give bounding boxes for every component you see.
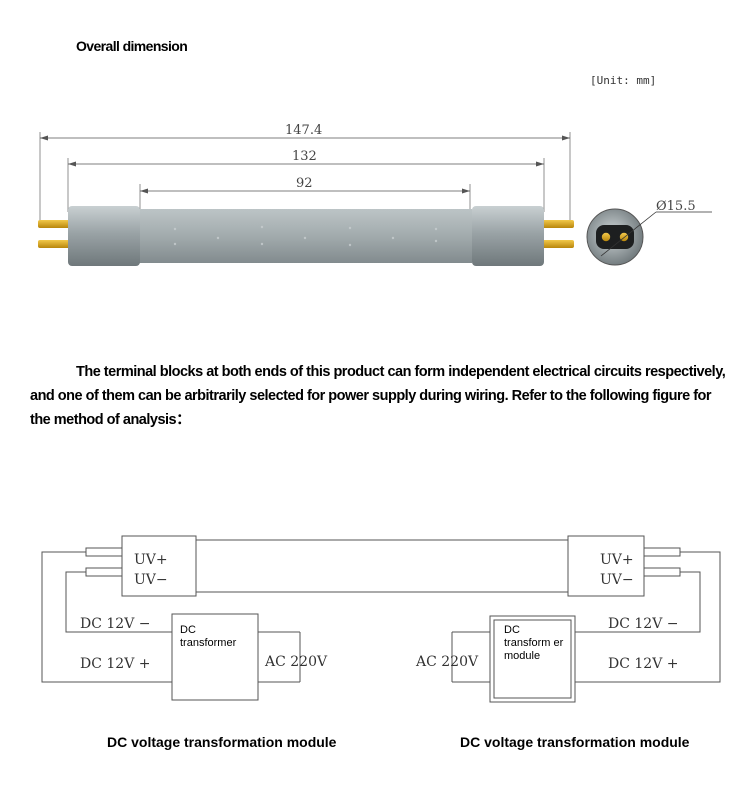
wiring-diagram: UV+ UV− UV+ UV− DC 12V − DC 12V + DC 12V… — [41, 535, 721, 703]
right-ac-label: AC 220V — [415, 654, 479, 670]
dim-overall: 147.4 — [285, 123, 322, 138]
end-cap-right — [472, 206, 544, 266]
pin-left-bottom — [38, 240, 70, 248]
pin-right-bottom — [542, 240, 574, 248]
caption-left: DC voltage transformation module — [107, 734, 337, 750]
left-uv-plus: UV+ — [134, 552, 168, 568]
left-transformer-label: DC transformer — [180, 624, 237, 649]
pin-left-top — [38, 220, 70, 228]
right-transformer-label: DC transform er module — [504, 624, 564, 662]
end-cap-left — [68, 206, 140, 266]
dim-body: 92 — [296, 176, 313, 191]
left-ac-label: AC 220V — [264, 654, 328, 670]
dim-pins: 132 — [292, 149, 317, 164]
description-paragraph: The terminal blocks at both ends of this… — [30, 360, 730, 432]
description-text: The terminal blocks at both ends of this… — [30, 364, 726, 428]
right-uv-plus: UV+ — [600, 552, 634, 568]
tube-body — [138, 209, 472, 263]
right-uv-minus: UV− — [600, 572, 634, 588]
right-dc-plus-label: DC 12V + — [608, 656, 679, 672]
pin-right-top — [542, 220, 574, 228]
left-uv-minus: UV− — [134, 572, 168, 588]
left-dc-minus-label: DC 12V − — [80, 616, 151, 632]
section-title: Overall dimension — [76, 38, 188, 54]
left-dc-plus-label: DC 12V + — [80, 656, 151, 672]
dimension-drawing: 147.4 132 92 Ø15.5 — [38, 123, 712, 266]
dim-diameter: Ø15.5 — [656, 199, 696, 214]
unit-note: [Unit: mm] — [590, 74, 657, 87]
caption-right: DC voltage transformation module — [460, 734, 690, 750]
right-dc-minus-label: DC 12V − — [608, 616, 679, 632]
